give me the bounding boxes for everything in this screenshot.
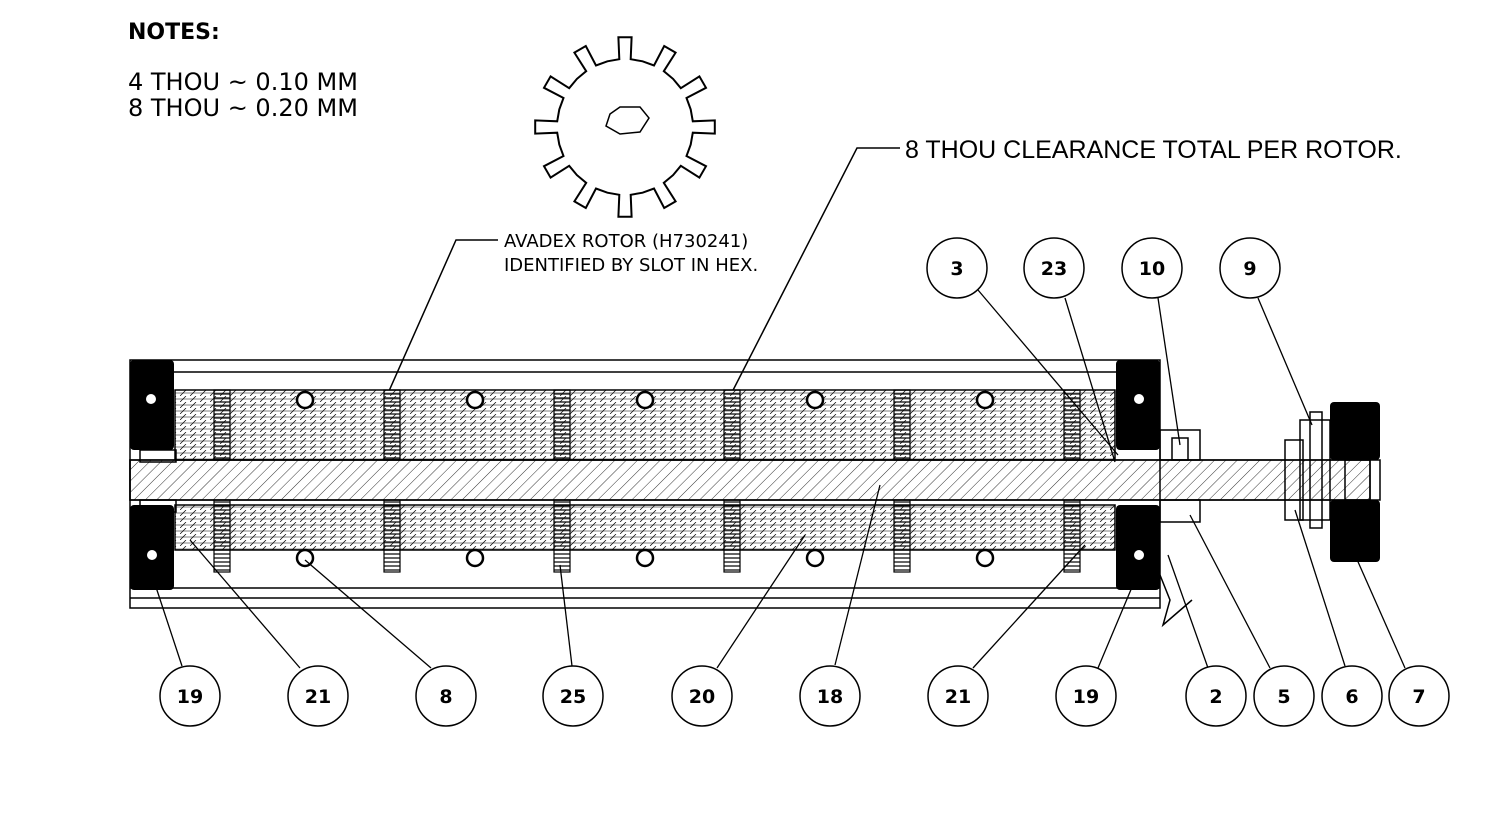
balloon-label: 3: [950, 258, 963, 280]
hex-slot-icon: [605, 106, 650, 135]
spacer: [553, 389, 571, 461]
balloon-circle: [542, 665, 604, 727]
roll-pin: [975, 390, 995, 410]
roll-pin: [465, 390, 485, 410]
pulley: [1284, 402, 1381, 562]
spacer: [1063, 499, 1081, 573]
rotor-callout: AVADEX ROTOR (H730241) IDENTIFIED BY SLO…: [384, 231, 758, 401]
balloon-circle: [1023, 237, 1085, 299]
balloon-label: 21: [945, 686, 971, 708]
balloon-label: 21: [305, 686, 331, 708]
bracket-clip: [1159, 574, 1193, 628]
balloon-circle: [1321, 665, 1383, 727]
spacers: [213, 389, 1081, 573]
balloon-circle: [1253, 665, 1315, 727]
spacer: [553, 499, 571, 573]
spacer: [383, 389, 401, 461]
roll-pin: [295, 390, 315, 410]
roll-pin: [465, 548, 485, 568]
shaft-background: [129, 459, 1371, 501]
balloon-label: 9: [1243, 258, 1256, 280]
clearance-callout: 8 THOU CLEARANCE TOTAL PER ROTOR.: [727, 136, 1402, 401]
balloon-label: 8: [439, 686, 452, 708]
roll-pin: [635, 390, 655, 410]
balloon-label: 5: [1277, 686, 1290, 708]
note-line-1: 4 THOU ~ 0.10 MM: [128, 68, 358, 96]
balloon-circle: [799, 665, 861, 727]
notes-title: NOTES:: [128, 20, 220, 45]
balloon-circle: [415, 665, 477, 727]
note-line-2: 8 THOU ~ 0.20 MM: [128, 94, 358, 122]
rotor-gear-detail: [534, 36, 716, 218]
roll-pin: [295, 548, 315, 568]
balloon-label: 10: [1139, 258, 1165, 280]
balloon-label: 6: [1345, 686, 1358, 708]
right-bearing: [1116, 360, 1160, 590]
balloon-circle: [926, 237, 988, 299]
balloon-label: 7: [1412, 686, 1425, 708]
balloon-circle: [1185, 665, 1247, 727]
balloons-top: 3 23 10 9: [926, 237, 1281, 299]
clearance-callout-text: 8 THOU CLEARANCE TOTAL PER ROTOR.: [905, 136, 1402, 164]
spacer: [893, 499, 911, 573]
balloon-label: 25: [560, 686, 586, 708]
balloon-circle: [1388, 665, 1450, 727]
spacer: [383, 499, 401, 573]
left-bearing: [130, 360, 177, 590]
roll-pin: [975, 548, 995, 568]
balloon-circle: [671, 665, 733, 727]
balloon-label: 2: [1209, 686, 1222, 708]
balloon-label: 20: [689, 686, 715, 708]
balloon-circle: [1219, 237, 1281, 299]
spacer: [213, 389, 231, 461]
rotor-callout-line-2: IDENTIFIED BY SLOT IN HEX.: [504, 255, 758, 276]
spacer: [723, 389, 741, 461]
balloon-label: 18: [817, 686, 843, 708]
spacer: [893, 389, 911, 461]
spacer: [213, 499, 231, 573]
rotor-callout-line-1: AVADEX ROTOR (H730241): [504, 231, 748, 252]
roll-pins: [295, 390, 995, 568]
balloon-circle: [287, 665, 349, 727]
shaft-collar: [1159, 429, 1201, 523]
balloon-circle: [1121, 237, 1183, 299]
roll-pin: [805, 548, 825, 568]
balloon-label: 19: [1073, 686, 1099, 708]
roll-pin: [635, 548, 655, 568]
roll-pin: [805, 390, 825, 410]
balloon-circle: [1055, 665, 1117, 727]
balloon-label: 19: [177, 686, 203, 708]
balloon-circle: [159, 665, 221, 727]
leader-lines: [151, 289, 1406, 669]
lower-rotor-band: [174, 504, 1116, 551]
shaft: [129, 459, 1371, 501]
balloon-label: 23: [1041, 258, 1067, 280]
balloon-circle: [927, 665, 989, 727]
spacer: [723, 499, 741, 573]
